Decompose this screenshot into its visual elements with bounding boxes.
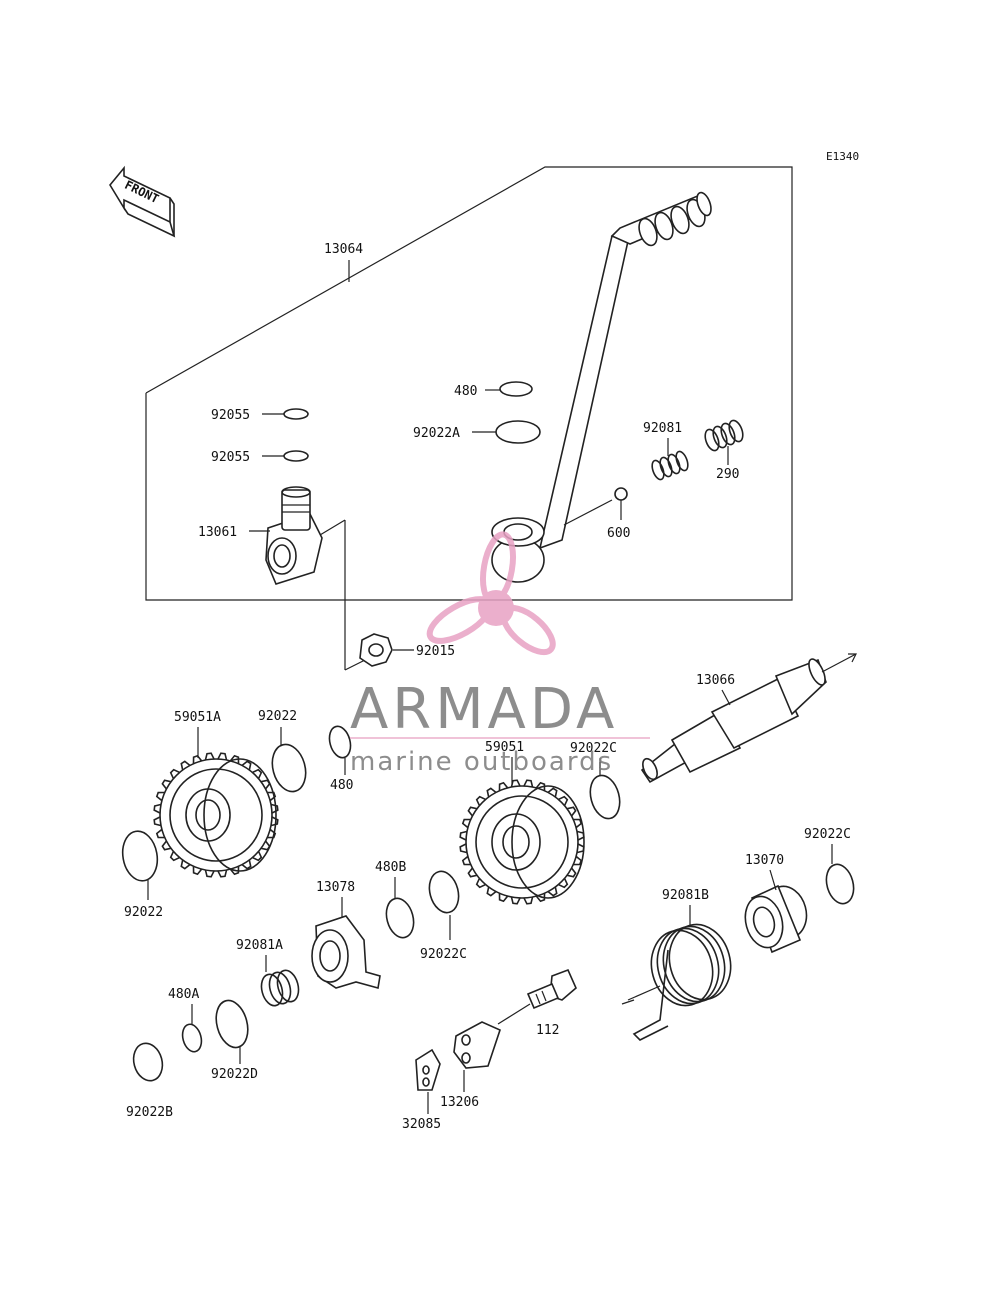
- spring-92081B: [621, 923, 732, 1041]
- washer-480-top: [499, 381, 533, 397]
- label-600: 600: [607, 526, 630, 541]
- washer-92022A: [495, 420, 541, 444]
- washer-92022C-b: [825, 863, 855, 905]
- spring-92081: [651, 450, 689, 481]
- label-92081: 92081: [643, 421, 682, 436]
- label-92081B: 92081B: [662, 888, 709, 903]
- assembly-outline: [145, 166, 793, 601]
- label-92022C-b: 92022C: [804, 827, 851, 842]
- washer-92022C-c: [428, 870, 460, 914]
- label-13066: 13066: [696, 673, 735, 688]
- label-92022D: 92022D: [211, 1067, 258, 1082]
- watermark-brand: ARMADA: [350, 677, 618, 742]
- plug-290: [704, 419, 744, 452]
- label-92022C-c: 92022C: [420, 947, 467, 962]
- label-92022A: 92022A: [413, 426, 460, 441]
- circlip-480A: [181, 1023, 203, 1053]
- ratchet-13078: [311, 915, 381, 990]
- spring-92081A: [260, 969, 300, 1007]
- label-92022-left: 92022: [124, 905, 163, 920]
- guide-13206: [453, 1021, 501, 1069]
- washer-92022-top: [271, 743, 307, 793]
- armada-watermark: ARMADA marine outboards: [350, 531, 650, 777]
- label-92022B: 92022B: [126, 1105, 173, 1120]
- bolt-112: [526, 968, 577, 1010]
- washer-92022-left: [121, 830, 159, 882]
- oring-92055-a: [283, 408, 309, 420]
- label-13206: 13206: [440, 1095, 479, 1110]
- label-32085: 32085: [402, 1117, 441, 1132]
- label-92081A: 92081A: [236, 938, 283, 953]
- label-92015: 92015: [416, 644, 455, 659]
- circlip-480B: [385, 897, 415, 939]
- label-290: 290: [716, 467, 739, 482]
- pivot-13061: [265, 486, 323, 585]
- gear-59051: [459, 779, 585, 905]
- shaft-13066: [640, 653, 857, 784]
- oring-92055-b: [283, 450, 309, 462]
- label-480B: 480B: [375, 860, 406, 875]
- watermark-tagline: marine outboards: [350, 747, 613, 777]
- label-480-mid: 480: [330, 778, 353, 793]
- circlip-480-mid: [328, 725, 352, 759]
- label-480-top: 480: [454, 384, 477, 399]
- label-480A: 480A: [168, 987, 199, 1002]
- label-92022-top: 92022: [258, 709, 297, 724]
- ball-600: [614, 487, 628, 501]
- gear-59051A: [153, 752, 279, 878]
- plate-32085: [415, 1048, 441, 1091]
- diagram-code: E1340: [826, 150, 859, 163]
- label-59051A: 59051A: [174, 710, 221, 725]
- label-92022C-a: 92022C: [570, 741, 617, 756]
- nut-92015: [359, 633, 393, 667]
- washer-92022C-a: [589, 774, 621, 820]
- label-13078: 13078: [316, 880, 355, 895]
- label-13064: 13064: [324, 242, 363, 257]
- label-13061: 13061: [198, 525, 237, 540]
- propeller-logo-icon: [426, 531, 556, 656]
- label-13070: 13070: [745, 853, 784, 868]
- label-59051: 59051: [485, 740, 524, 755]
- label-92055-a: 92055: [211, 408, 250, 423]
- front-arrow-icon: FRONT: [109, 165, 176, 238]
- washer-92022D: [215, 999, 249, 1049]
- label-92055-b: 92055: [211, 450, 250, 465]
- holder-13070: [744, 884, 808, 954]
- label-112: 112: [536, 1023, 559, 1038]
- washer-92022B: [132, 1042, 164, 1082]
- kick-lever-arm: [491, 191, 712, 583]
